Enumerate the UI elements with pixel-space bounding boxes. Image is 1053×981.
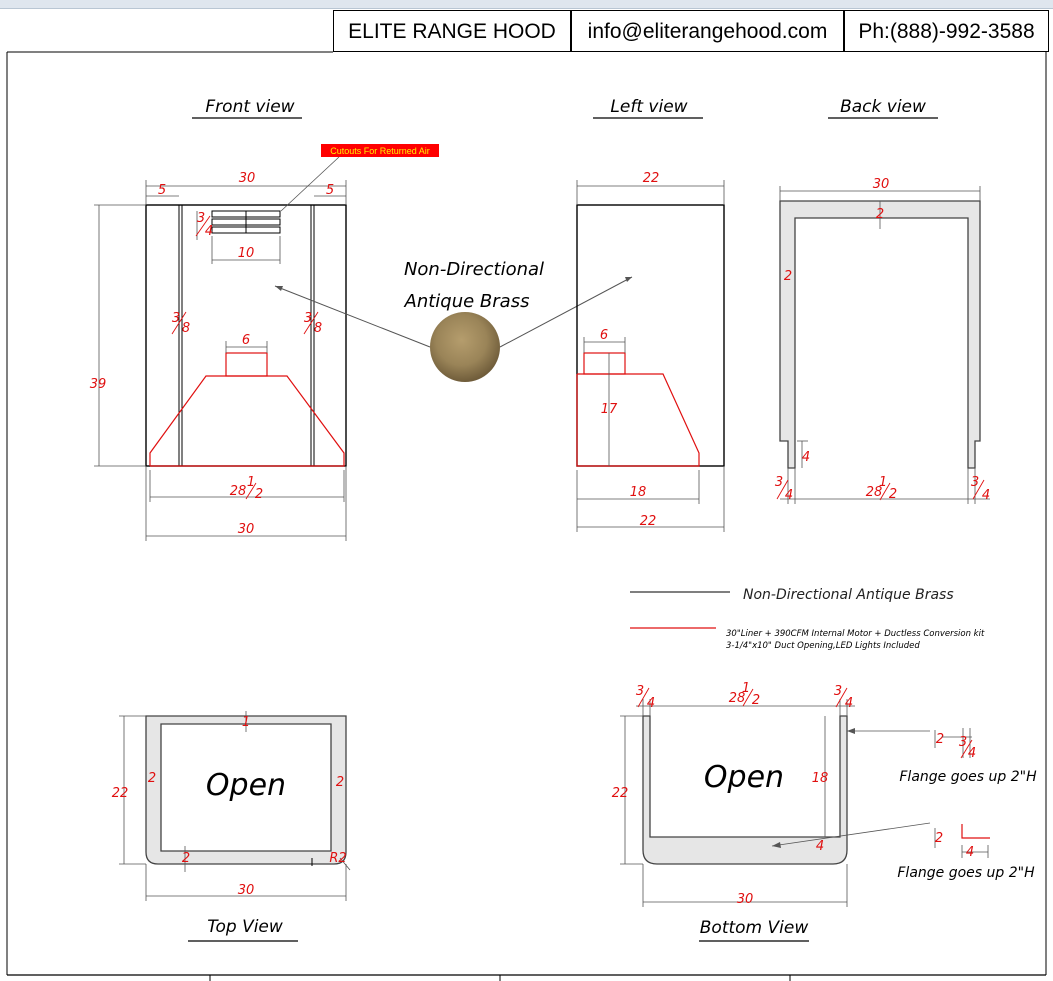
back-outline <box>779 200 981 469</box>
flange2-height-dim: 2 <box>935 831 943 846</box>
top-radius-dim: R2 <box>329 851 346 866</box>
back-inner-den: 2 <box>889 487 897 502</box>
finish-callout: Non-Directional Antique Brass <box>274 259 633 382</box>
front-liner-whole: 28 <box>230 484 247 499</box>
return-air-slots <box>211 210 281 234</box>
bottom-inner-num: 1 <box>742 681 750 696</box>
legend: Non-Directional Antique Brass 30"Liner +… <box>630 587 985 651</box>
back-width-dim: 30 <box>873 177 890 192</box>
front-view: 30 5 5 39 10 3 4 3 8 3 8 6 <box>90 144 439 541</box>
left-bottom-dim: 22 <box>640 514 657 529</box>
back-right-den: 4 <box>982 488 990 503</box>
front-strip-right-den: 8 <box>314 321 322 336</box>
top-back-thickness-dim: 2 <box>182 851 190 866</box>
back-inner-num: 1 <box>879 475 887 490</box>
front-dimensions: 30 5 5 39 10 3 4 3 8 3 8 6 <box>90 171 347 541</box>
left-duct-dim: 6 <box>600 328 608 343</box>
front-side-left-dim: 5 <box>158 183 166 198</box>
cutouts-label: Cutouts For Returned Air <box>330 146 430 156</box>
left-height-dim: 17 <box>601 402 618 417</box>
bottom-view: Open 3 4 28 1 2 3 4 22 18 4 <box>612 681 931 907</box>
sheet-frame <box>6 51 1047 981</box>
front-slot-width-dim: 10 <box>238 246 255 261</box>
bottom-inner-den: 2 <box>752 693 760 708</box>
top-view: Open 1 2 2 22 2 R2 30 <box>112 711 351 901</box>
left-view-title: Left view <box>610 97 687 117</box>
flange2-width-dim: 4 <box>966 845 974 860</box>
flange1-num: 3 <box>959 735 967 750</box>
left-top-dim: 22 <box>643 171 660 186</box>
flange-detail-2: 2 4 Flange goes up 2"H <box>897 824 1035 881</box>
bottom-left-den: 4 <box>647 696 655 711</box>
bottom-width-dim: 30 <box>737 892 754 907</box>
top-view-title: Top View <box>207 917 283 937</box>
flange1-height-dim: 2 <box>936 732 944 747</box>
bottom-side-height-dim: 18 <box>812 771 829 786</box>
legend-red-line2: 3-1/4"x10" Duct Opening,LED Lights Inclu… <box>726 641 920 651</box>
top-right-thickness-dim: 2 <box>336 775 344 790</box>
front-strip-right-num: 3 <box>304 311 312 326</box>
front-slot-den: 4 <box>205 224 213 239</box>
flange2-note: Flange goes up 2"H <box>897 865 1035 881</box>
front-strip-left-den: 8 <box>182 321 190 336</box>
back-view: 30 2 2 4 3 4 28 1 2 3 4 <box>775 177 990 504</box>
bottom-outline <box>642 715 848 865</box>
top-outline <box>145 715 347 865</box>
flange1-den: 4 <box>968 746 976 761</box>
legend-red-line1: 30"Liner + 390CFM Internal Motor + Ductl… <box>726 629 985 639</box>
left-liner-dim: 18 <box>630 485 647 500</box>
bottom-depth-dim: 22 <box>612 786 629 801</box>
top-open-label: Open <box>206 768 286 803</box>
front-slot-num: 3 <box>197 211 205 226</box>
bottom-open-label: Open <box>704 760 784 795</box>
front-view-title: Front view <box>205 97 294 117</box>
finish-label-line2: Antique Brass <box>404 291 530 312</box>
front-height-dim: 39 <box>90 377 107 392</box>
top-dimensions: 1 2 2 22 2 R2 30 <box>112 711 351 901</box>
back-return-dim: 4 <box>802 450 810 465</box>
bottom-left-num: 3 <box>636 684 644 699</box>
finish-label-line1: Non-Directional <box>404 259 544 280</box>
cutouts-label-box <box>321 144 439 157</box>
bottom-dimensions: 3 4 28 1 2 3 4 22 18 4 30 <box>612 681 855 907</box>
back-side-thickness-dim: 2 <box>784 269 792 284</box>
top-width-dim: 30 <box>238 883 255 898</box>
back-top-thickness-dim: 2 <box>876 207 884 222</box>
front-width-bottom-dim: 30 <box>238 522 255 537</box>
top-left-thickness-dim: 2 <box>148 771 156 786</box>
top-depth-dim: 22 <box>112 786 129 801</box>
front-side-right-dim: 5 <box>326 183 334 198</box>
email-cell: info@eliterangehood.com <box>571 10 844 52</box>
flange-detail-1: 2 3 4 Flange goes up 2"H <box>899 728 1037 785</box>
company-name-cell: ELITE RANGE HOOD <box>333 10 571 52</box>
front-width-top-dim: 30 <box>239 171 256 186</box>
view-titles: Front view Left view Back view Top View … <box>188 97 938 942</box>
front-duct-dim: 6 <box>242 333 250 348</box>
antique-brass-swatch <box>430 312 500 382</box>
bottom-inner-whole: 28 <box>729 691 746 706</box>
front-liner-num: 1 <box>247 475 255 490</box>
bottom-view-title: Bottom View <box>700 918 809 938</box>
flange1-note: Flange goes up 2"H <box>899 769 1037 785</box>
cutouts-leader <box>280 156 340 212</box>
left-dimensions: 22 6 17 18 22 <box>576 171 725 532</box>
back-left-den: 4 <box>785 488 793 503</box>
bottom-right-num: 3 <box>834 684 842 699</box>
phone-cell: Ph:(888)-992-3588 <box>844 10 1049 52</box>
back-view-title: Back view <box>840 97 926 117</box>
back-right-num: 3 <box>971 475 979 490</box>
bottom-front-thickness-dim: 4 <box>816 839 824 854</box>
front-liner-den: 2 <box>255 487 263 502</box>
back-dimensions: 30 2 2 4 3 4 28 1 2 3 4 <box>775 177 990 504</box>
bottom-right-den: 4 <box>845 696 853 711</box>
front-strip-left-num: 3 <box>172 311 180 326</box>
back-inner-whole: 28 <box>866 485 883 500</box>
top-front-thickness-dim: 1 <box>242 715 250 730</box>
front-liner <box>149 352 345 467</box>
left-view: 22 6 17 18 22 <box>576 171 725 532</box>
legend-black-label: Non-Directional Antique Brass <box>743 587 954 603</box>
back-left-num: 3 <box>775 475 783 490</box>
window-top-strip <box>0 0 1053 9</box>
